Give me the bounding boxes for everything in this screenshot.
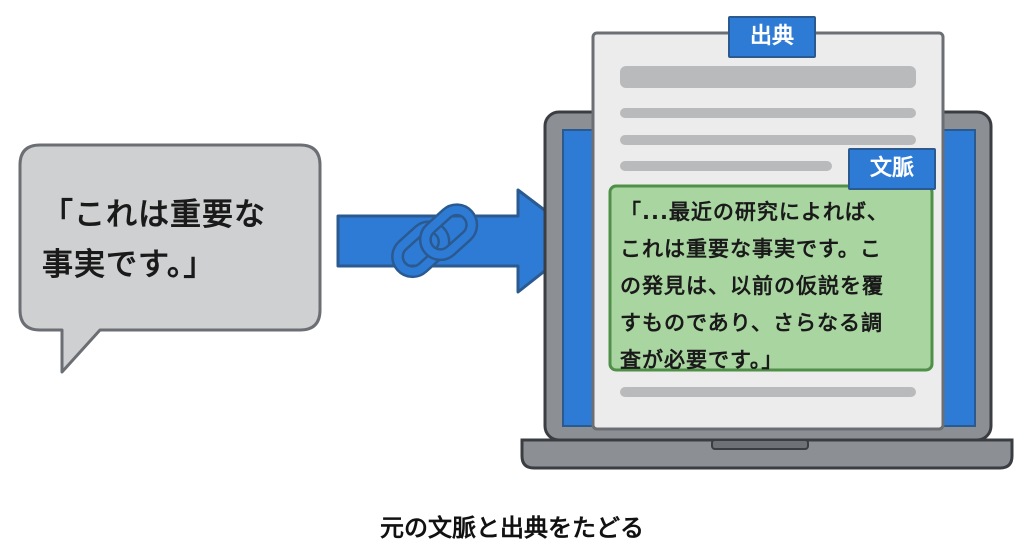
context-tag: 文脈 bbox=[848, 148, 936, 190]
link-chain-icon bbox=[391, 203, 479, 279]
speech-bubble-icon bbox=[18, 143, 322, 374]
quote-text: 「これは重要な 事実です。」 bbox=[42, 197, 266, 283]
context-passage: 「...最近の研究によれば、 これは重要な事実です。こ の発見は、以前の仮説を覆… bbox=[620, 200, 889, 372]
context-highlight bbox=[608, 184, 934, 372]
source-tag: 出典 bbox=[728, 16, 816, 58]
diagram-caption: 元の文脈と出典をたどる bbox=[380, 514, 644, 542]
